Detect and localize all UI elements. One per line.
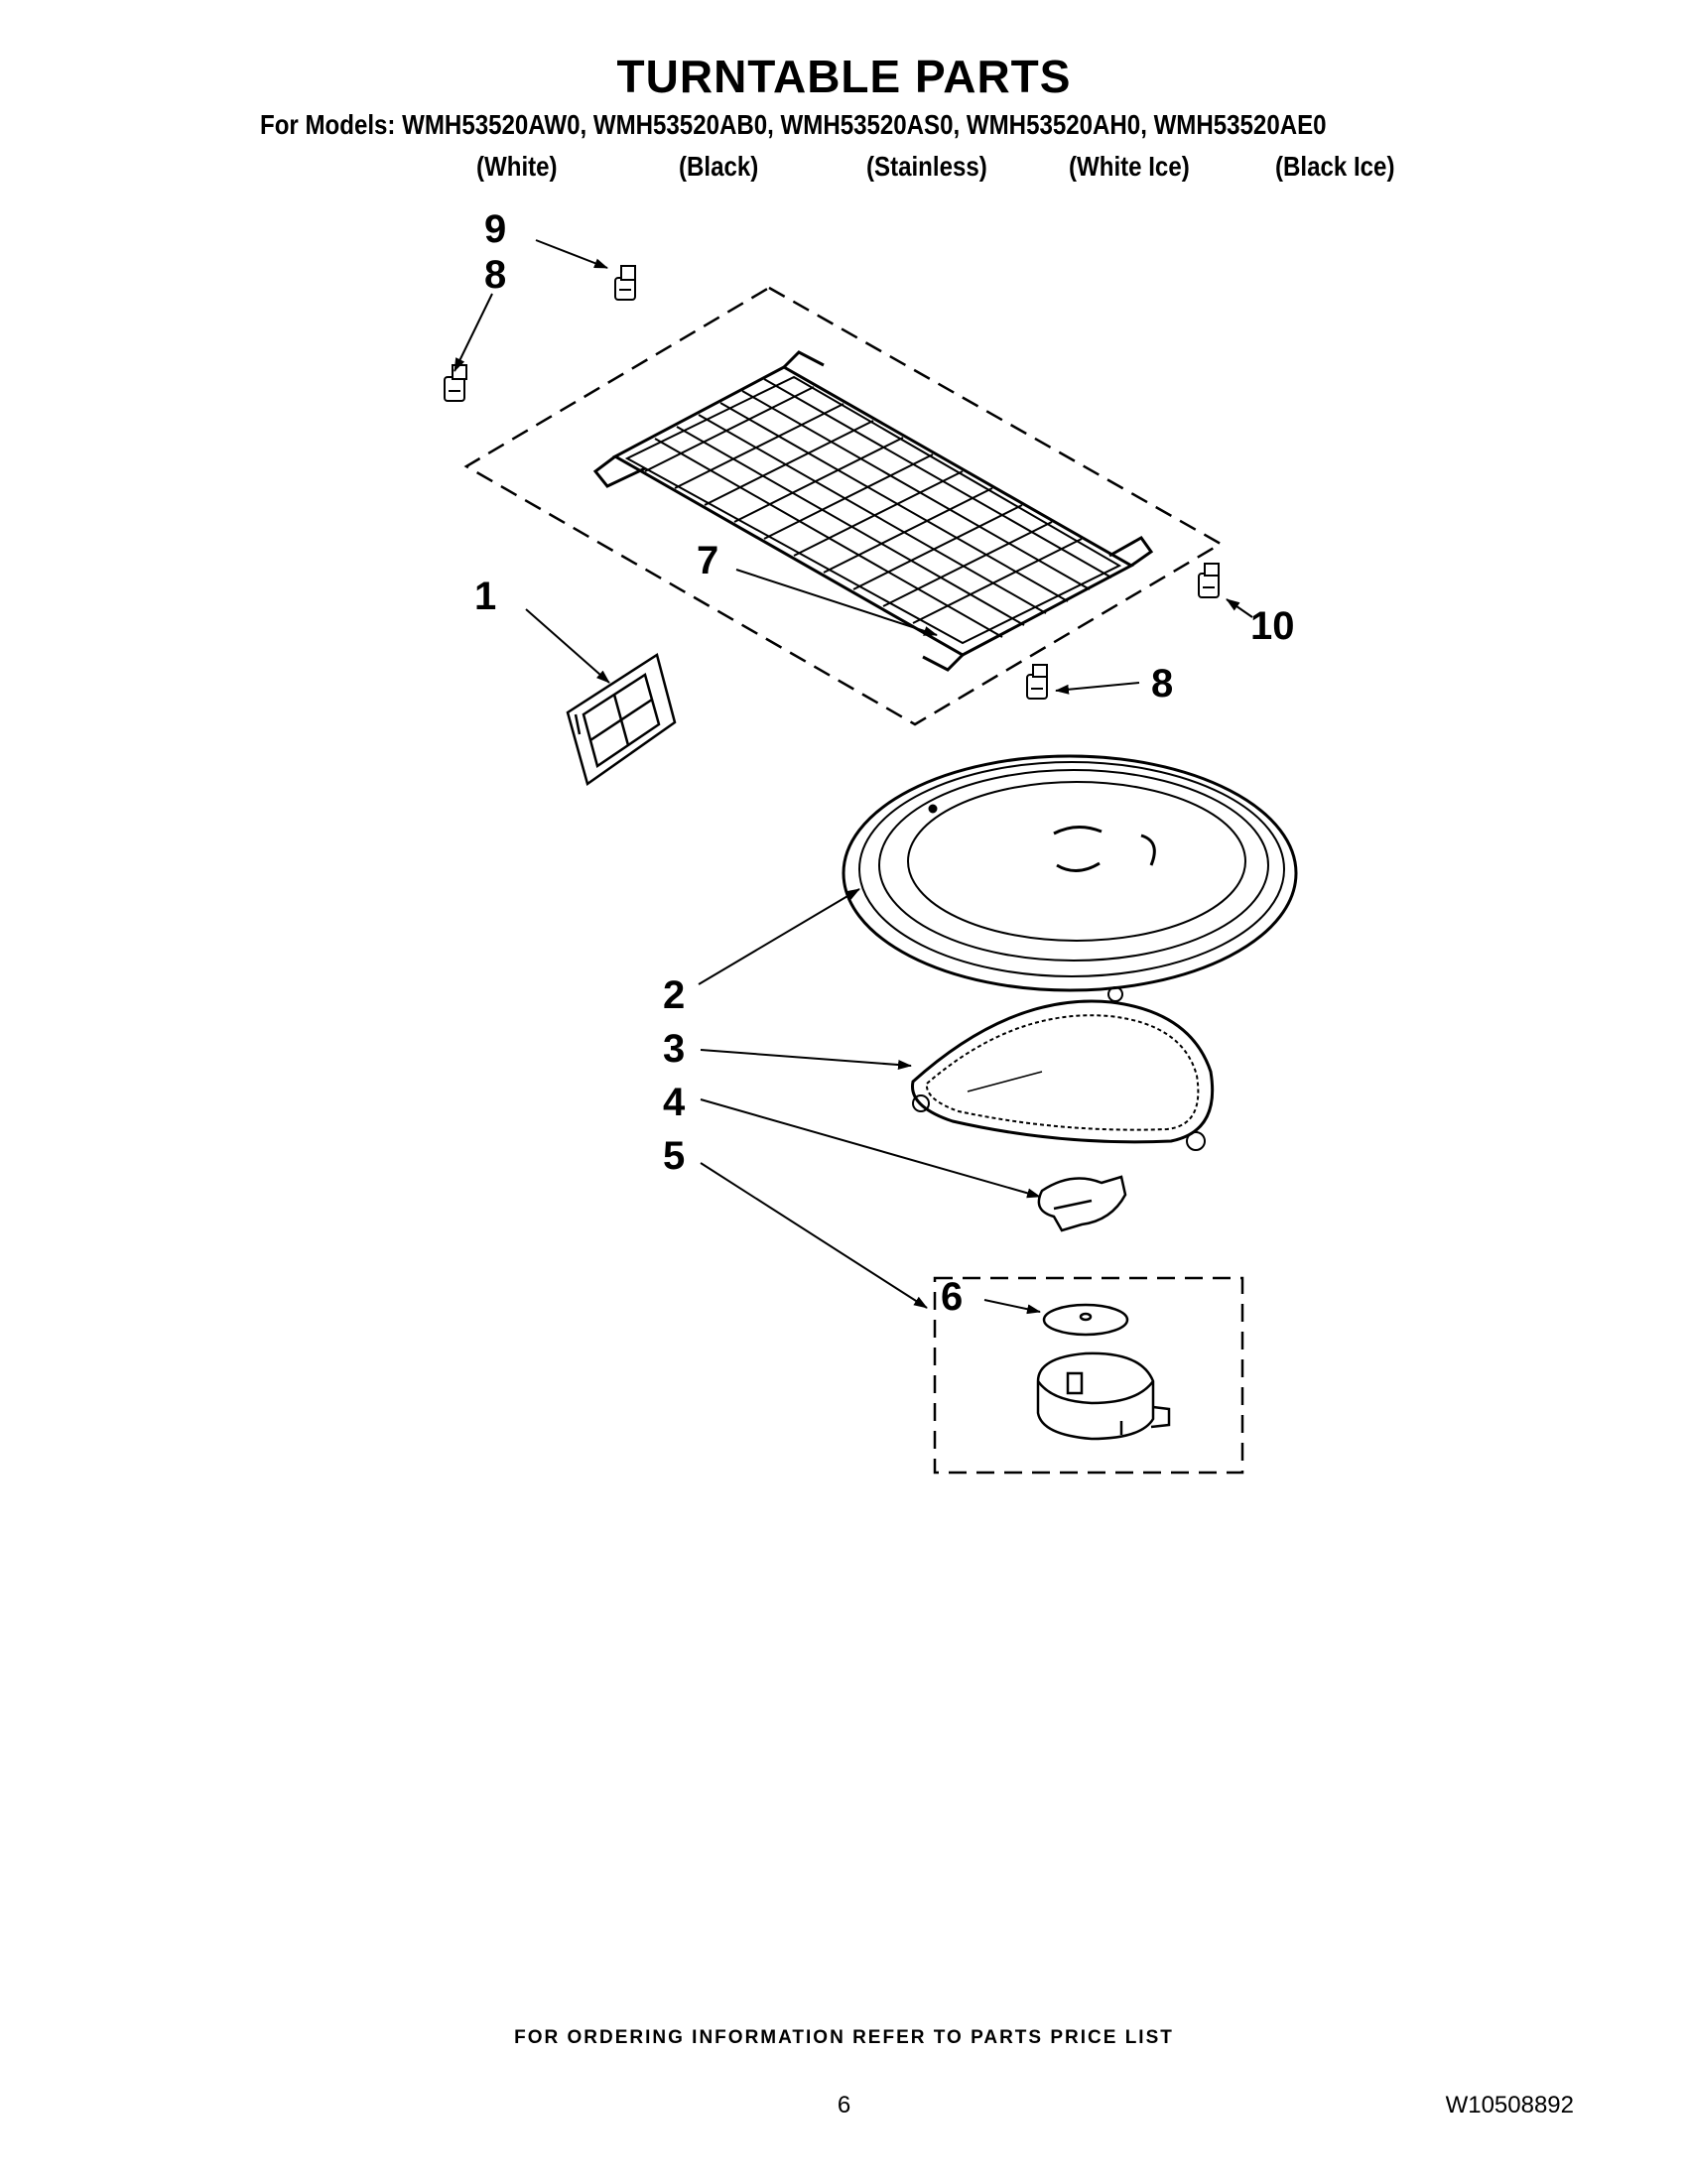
callout-6: 6 — [941, 1275, 963, 1319]
rack-group-outline — [463, 286, 1224, 726]
ordering-note: FOR ORDERING INFORMATION REFER TO PARTS … — [514, 2027, 1174, 2048]
wire-rack — [592, 350, 1154, 672]
callout-5: 5 — [663, 1134, 685, 1178]
waveguide-cover — [566, 653, 677, 787]
finish-black: (Black) — [679, 151, 759, 182]
callout-9: 9 — [484, 207, 506, 251]
rack-clip-10 — [1198, 563, 1220, 598]
page-number: 6 — [837, 2092, 851, 2119]
finish-stainless: (Stainless) — [866, 151, 987, 182]
callout-4: 4 — [663, 1081, 686, 1124]
leader-lines — [454, 239, 1253, 1315]
roller-ring — [911, 986, 1215, 1151]
rack-clip-9 — [614, 265, 636, 301]
finish-white: (White) — [476, 151, 558, 182]
callout-2: 2 — [663, 973, 685, 1017]
models-line: For Models: WMH53520AW0, WMH53520AB0, WM… — [260, 109, 1327, 140]
callout-3: 3 — [663, 1027, 685, 1071]
coupler — [1037, 1175, 1127, 1232]
rack-clip-8-upper — [444, 364, 467, 402]
motor-group-outline — [933, 1276, 1244, 1475]
finish-black-ice: (Black Ice) — [1275, 151, 1395, 182]
callout-10: 10 — [1250, 604, 1295, 648]
finish-white-ice: (White Ice) — [1069, 151, 1190, 182]
callout-8-lower: 8 — [1151, 662, 1173, 706]
turntable-motor — [1036, 1351, 1171, 1441]
document-number: W10508892 — [1445, 2092, 1574, 2119]
callout-8-upper: 8 — [484, 253, 506, 297]
turntable-tray — [842, 754, 1298, 992]
rack-clip-8-lower — [1026, 664, 1048, 700]
motor-shaft-disc — [1042, 1303, 1129, 1337]
page-title: TURNTABLE PARTS — [616, 51, 1072, 102]
callout-7: 7 — [697, 539, 718, 582]
callout-1: 1 — [474, 575, 496, 618]
